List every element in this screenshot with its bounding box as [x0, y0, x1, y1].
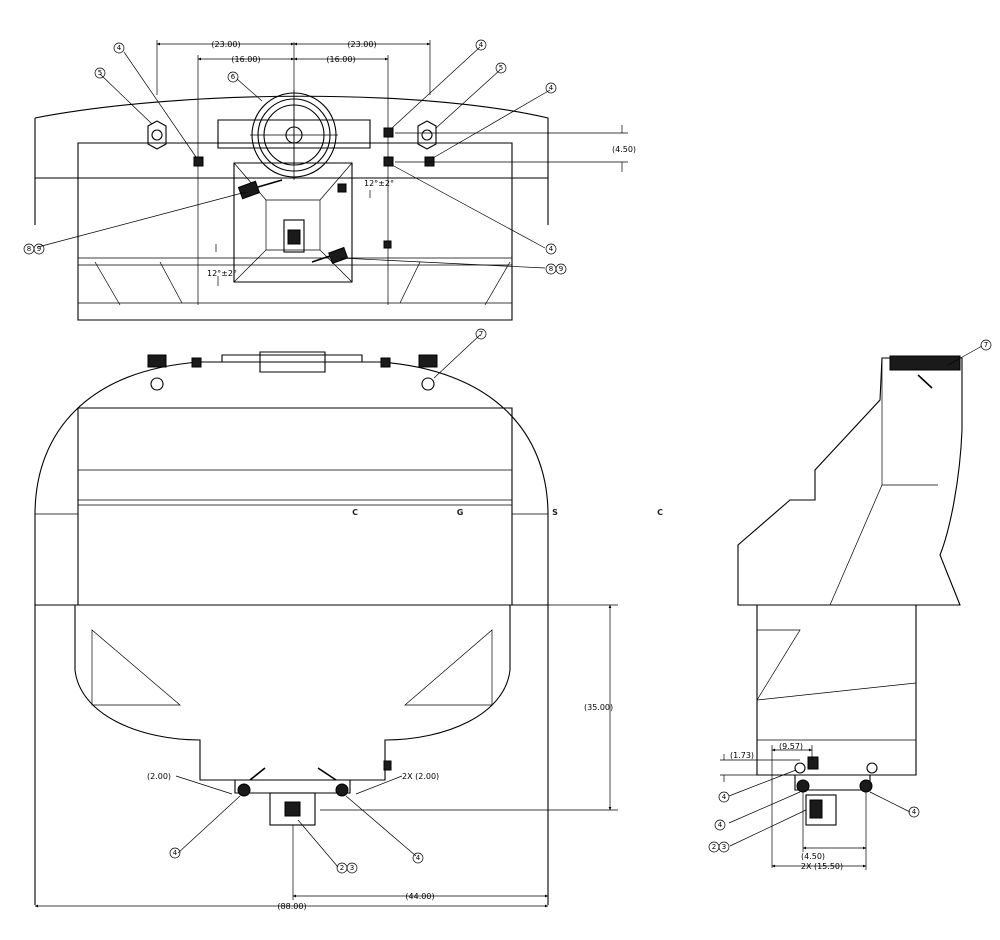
dim-side-450: (4.50) [801, 852, 825, 861]
svg-text:7: 7 [479, 330, 483, 338]
pump-top [283, 219, 305, 253]
callout-2-3-front: 2 3 [336, 862, 358, 874]
watermark-letter-4: C [657, 508, 663, 517]
dim-angle-upper: 12°±2° [364, 179, 394, 188]
svg-text:3: 3 [722, 843, 726, 851]
fitting-5-right [417, 120, 437, 150]
fitting-front-left [147, 354, 167, 368]
svg-text:5: 5 [98, 69, 102, 77]
top-view-outline [34, 95, 549, 225]
dim-front-left-offset: (2.00) [147, 772, 171, 781]
svg-text:4: 4 [549, 84, 554, 92]
callout-4-side-c: 4 [908, 806, 920, 818]
dim-top-inner-right: (16.00) [326, 55, 355, 64]
valve-assembly-upper [237, 179, 283, 200]
dim-side-1550: 2X (15.50) [801, 862, 843, 871]
callout-4-top-c: 4 [545, 82, 557, 94]
top-view: (23.00) (23.00) (16.00) (16.00) (4.50) 1… [23, 39, 636, 321]
dim-top-inner-left: (16.00) [231, 55, 260, 64]
front-view: (35.00) (44.00) (88.00) (2.00) 2X (2.00)… [34, 328, 618, 911]
fitting-side-top [889, 355, 961, 371]
svg-text:4: 4 [718, 821, 723, 829]
valve-front-right [317, 767, 349, 797]
svg-text:8: 8 [549, 265, 553, 273]
watermark-letter-1: C [352, 508, 358, 517]
callout-4-top-b: 4 [475, 39, 487, 51]
fitting-4-top-6 [383, 240, 392, 249]
callout-4-top-d: 4 [545, 243, 557, 255]
fitting-front-right [418, 354, 438, 368]
dim-side-173: (1.73) [730, 751, 754, 760]
valve-assembly-lower [311, 246, 349, 265]
svg-text:9: 9 [37, 245, 41, 253]
callout-8-9-top-left: 8 9 [23, 243, 45, 255]
svg-text:4: 4 [549, 245, 554, 253]
svg-text:8: 8 [27, 245, 31, 253]
svg-text:2: 2 [340, 864, 344, 872]
watermark-letter-2: G [457, 508, 464, 517]
fitting-4-top-3 [383, 156, 394, 167]
dim-top-outer-left: (23.00) [211, 40, 240, 49]
front-view-outline [34, 361, 549, 606]
dim-front-half-width: (44.00) [405, 892, 434, 901]
callout-4-side-a: 4 [718, 791, 730, 803]
valve-front-left [237, 767, 266, 797]
dim-front-height: (35.00) [584, 703, 613, 712]
dim-side-957: (9.57) [779, 742, 803, 751]
fitting-4-top-5 [337, 183, 347, 193]
dim-top-outer-right: (23.00) [347, 40, 376, 49]
dim-front-overall-width: (88.00) [277, 902, 306, 911]
callout-7-front: 7 [475, 328, 487, 340]
dim-top-height: (4.50) [612, 145, 636, 154]
callout-2-3-side: 2 3 [708, 841, 730, 853]
svg-text:5: 5 [499, 64, 503, 72]
fitting-4-top-1 [193, 156, 204, 167]
callout-4-top-a: 4 [113, 42, 125, 54]
svg-text:3: 3 [350, 864, 354, 872]
svg-text:2: 2 [712, 843, 716, 851]
svg-text:4: 4 [416, 854, 421, 862]
svg-text:4: 4 [117, 44, 122, 52]
side-view: (9.57) (1.73) (4.50) 2X (15.50) 7 4 4 4 … [708, 339, 992, 871]
callout-7-side: 7 [980, 339, 992, 351]
callout-5-top-a: 5 [94, 67, 106, 79]
callout-5-top-b: 5 [495, 62, 507, 74]
watermark-logo: C G S C [352, 508, 663, 517]
fitting-4-top-2 [383, 127, 394, 138]
callout-4-side-b: 4 [714, 819, 726, 831]
dim-angle-lower: 12°±2° [207, 269, 237, 278]
manway-top [250, 90, 338, 180]
svg-text:4: 4 [912, 808, 917, 816]
side-view-outline [737, 357, 963, 606]
svg-text:4: 4 [173, 849, 178, 857]
svg-text:6: 6 [231, 73, 236, 81]
pump-front [269, 792, 316, 826]
fitting-5-left [147, 120, 167, 150]
watermark-letter-3: S [552, 508, 558, 517]
callout-4-front-right: 4 [412, 852, 424, 864]
svg-text:9: 9 [559, 265, 563, 273]
callout-6-top: 6 [227, 71, 239, 83]
svg-text:4: 4 [722, 793, 727, 801]
fitting-4-top-4 [424, 156, 435, 167]
callout-8-9-top-right: 8 9 [545, 263, 567, 275]
svg-text:7: 7 [984, 341, 988, 349]
svg-text:4: 4 [479, 41, 484, 49]
callout-4-front-left: 4 [169, 847, 181, 859]
dim-front-right-offset: 2X (2.00) [402, 772, 439, 781]
